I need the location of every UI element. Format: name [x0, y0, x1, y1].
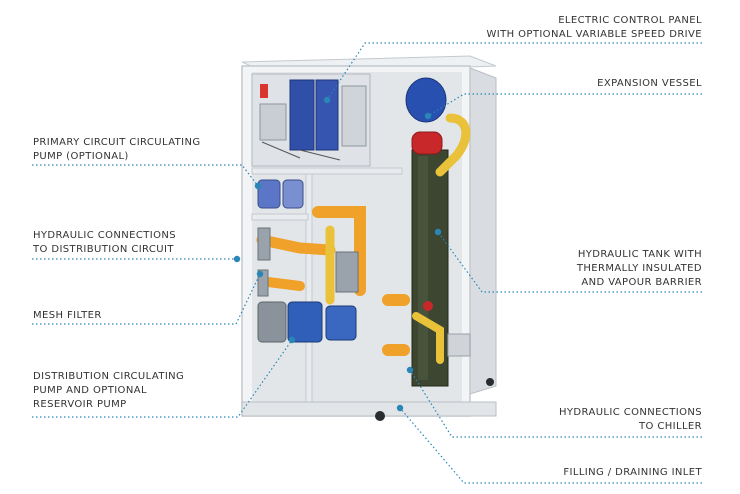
label-control-panel: ELECTRIC CONTROL PANEL WITH OPTIONAL VAR…	[486, 15, 702, 40]
leader-control-panel	[326, 42, 702, 101]
label-primary-pump: PRIMARY CIRCUIT CIRCULATING PUMP (OPTION…	[33, 137, 201, 162]
leader-endpoints	[233, 96, 442, 412]
label-filling-inlet: FILLING / DRAINING INLET	[563, 467, 702, 478]
unit-illustration	[241, 55, 497, 421]
label-hydraulic-chiller: HYDRAULIC CONNECTIONS TO CHILLER	[559, 407, 702, 432]
label-distribution-pump: DISTRIBUTION CIRCULATING PUMP AND OPTION…	[33, 371, 185, 410]
leader-distribution-pump	[32, 339, 293, 418]
leader-lines	[32, 42, 702, 484]
label-expansion-vessel: EXPANSION VESSEL	[597, 78, 702, 89]
leader-mesh-filter	[32, 273, 261, 325]
label-mesh-filter: MESH FILTER	[33, 310, 102, 321]
leader-hydraulic-tank	[437, 231, 702, 293]
label-hydraulic-tank: HYDRAULIC TANK WITH THERMALLY INSULATED …	[576, 249, 702, 288]
label-hydraulic-distribution: HYDRAULIC CONNECTIONS TO DISTRIBUTION CI…	[33, 230, 176, 255]
leader-primary-pump	[32, 164, 259, 187]
